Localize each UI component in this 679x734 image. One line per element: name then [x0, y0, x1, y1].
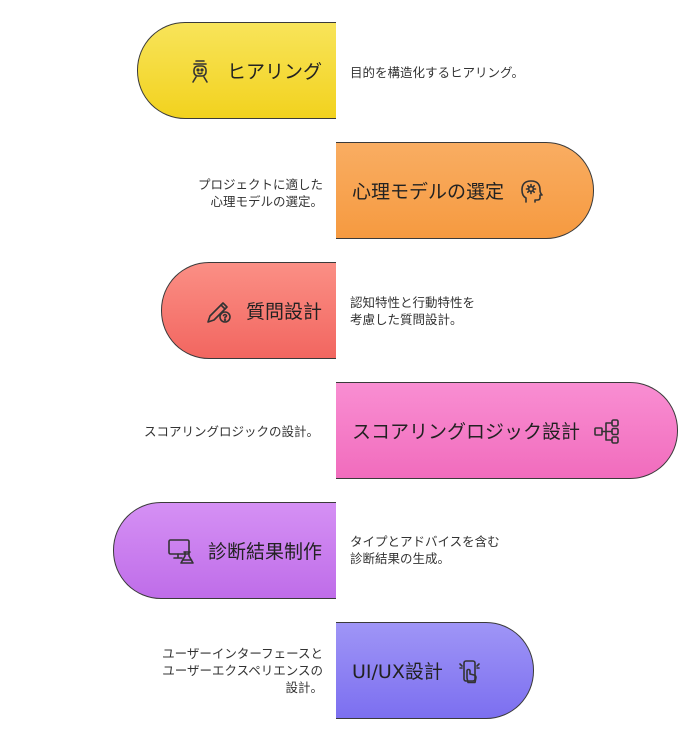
stage-label: 心理モデルの選定	[352, 181, 505, 203]
phone-touch-icon	[455, 656, 485, 686]
stage-description: タイプとアドバイスを含む 診断結果の生成。	[350, 534, 500, 566]
stage-label: 質問設計	[245, 301, 322, 323]
stage-question-design: 質問設計	[161, 262, 336, 359]
stage-ui-ux: UI/UX設計	[336, 622, 534, 719]
stage-scoring-logic: スコアリングロジック設計	[336, 382, 678, 479]
stage-description: プロジェクトに適した 心理モデルの選定。	[197, 177, 323, 209]
network-icon	[592, 416, 622, 446]
stage-label: 診断結果制作	[207, 541, 322, 563]
stage-label: スコアリングロジック設計	[352, 421, 581, 443]
pencil-question-icon	[204, 296, 234, 326]
stage-description: 認知特性と行動特性を 考慮した質問設計。	[350, 295, 476, 327]
person-icon	[185, 56, 215, 86]
monitor-flask-icon	[166, 536, 196, 566]
stage-result-creation: 診断結果制作	[113, 502, 336, 599]
stage-description: スコアリングロジックの設計。	[143, 424, 319, 439]
stage-psych-model: 心理モデルの選定	[336, 142, 594, 239]
stage-label: ヒアリング	[226, 61, 322, 83]
stage-hiearing: ヒアリング	[137, 22, 336, 119]
stage-description: ユーザーインターフェースと ユーザーエクスペリエンスの 設計。	[162, 646, 323, 695]
head-gear-icon	[516, 176, 546, 206]
stage-description: 目的を構造化するヒアリング。	[350, 65, 525, 80]
stage-label: UI/UX設計	[352, 661, 443, 683]
